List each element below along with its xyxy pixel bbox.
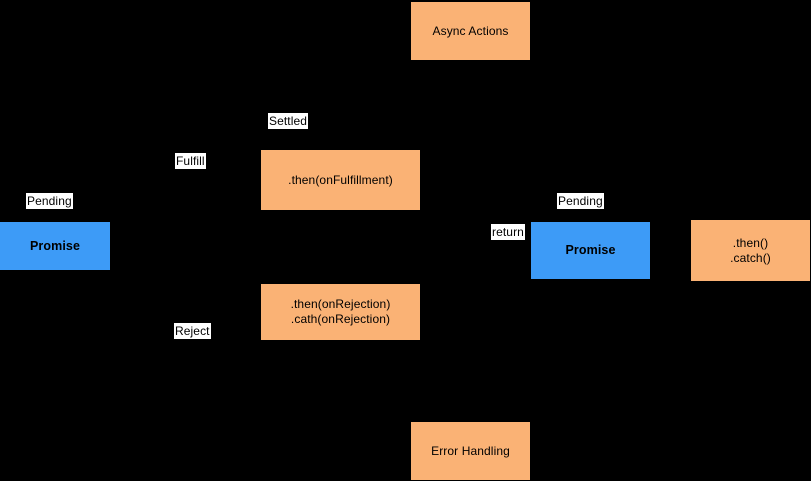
node-promise-initial[interactable]: Promise xyxy=(0,222,110,270)
node-cath-on-rejection-label: .cath(onRejection) xyxy=(290,312,391,326)
edge-label-pending-right: Pending xyxy=(557,193,604,209)
node-promise-returned-label: Promise xyxy=(565,243,616,257)
connector-error-handling-inbound xyxy=(340,450,410,451)
node-then-on-rejection-label: .then(onRejection) xyxy=(290,297,391,311)
node-then-on-fulfillment[interactable]: .then(onFulfillment) xyxy=(261,150,420,210)
edge-label-reject: Reject xyxy=(174,323,211,339)
edge-label-settled: Settled xyxy=(268,113,309,129)
connector-async-to-settled xyxy=(470,60,471,120)
node-then-catch-on-rejection[interactable]: .then(onRejection) .cath(onRejection) xyxy=(261,284,420,340)
node-error-handling-label: Error Handling xyxy=(431,443,510,458)
edge-label-return: return xyxy=(491,224,525,240)
connector-rejection-to-error xyxy=(340,340,341,450)
connector-promise-to-fulfill xyxy=(205,120,206,246)
node-catch-label: .catch() xyxy=(730,250,771,265)
node-then-on-fulfillment-label: .then(onFulfillment) xyxy=(288,172,393,187)
node-promise-returned[interactable]: Promise xyxy=(531,222,650,279)
node-promise-initial-label: Promise xyxy=(29,238,81,253)
connector-return-to-promise xyxy=(530,180,531,250)
connector-then-to-return xyxy=(420,180,530,181)
connector-promise-to-then-catch xyxy=(650,250,691,251)
connector-reject-branch xyxy=(205,246,206,341)
edge-label-fulfill: Fulfill xyxy=(175,153,206,169)
node-async-actions-label: Async Actions xyxy=(432,23,509,38)
edge-label-pending-left: Pending xyxy=(26,193,73,209)
node-async-actions[interactable]: Async Actions xyxy=(411,2,530,60)
node-then-catch[interactable]: .then() .catch() xyxy=(691,220,810,281)
node-then-label: .then() xyxy=(732,235,769,250)
connector-settled-to-fulfill xyxy=(205,120,471,121)
node-error-handling[interactable]: Error Handling xyxy=(411,422,530,480)
connector-fulfill-to-then xyxy=(110,246,205,247)
